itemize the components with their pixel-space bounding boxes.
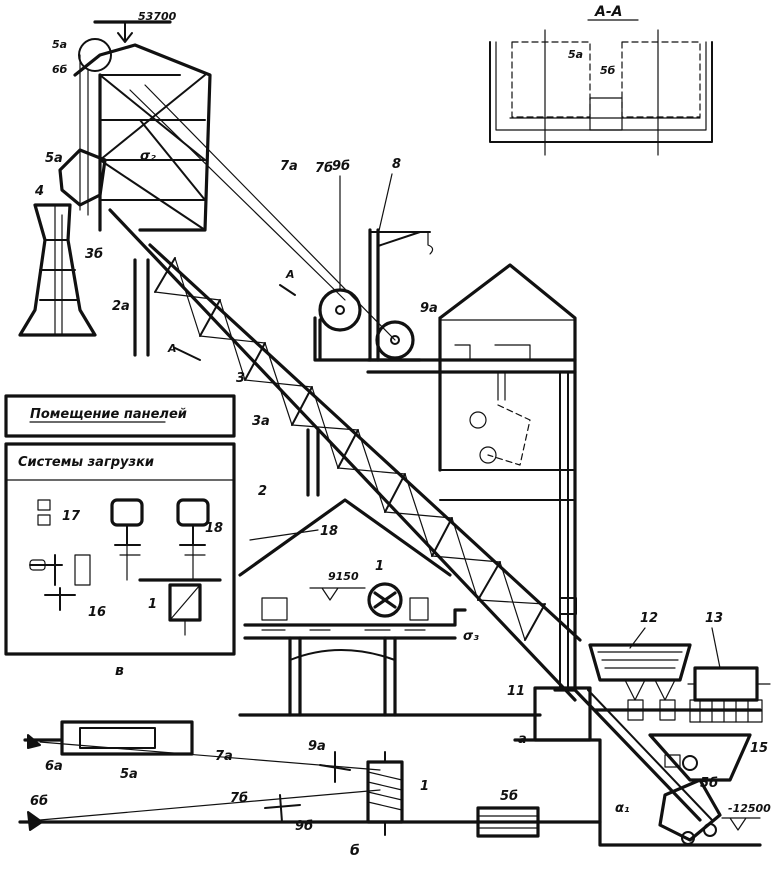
- label-7b: 7б: [315, 161, 333, 176]
- label-2: 2: [258, 484, 267, 499]
- label-9a: 9а: [420, 301, 438, 316]
- label-b: б: [350, 843, 360, 859]
- head-sheave-top: [78, 38, 112, 72]
- label-5a-left: 5а: [45, 151, 63, 166]
- label-5b-bottom: 5б: [700, 776, 718, 791]
- label-1-bottom: 1: [420, 779, 429, 794]
- label-13: 13: [705, 611, 723, 626]
- label-5a-top: 5а: [52, 38, 67, 51]
- label-9a-bottom: 9а: [308, 739, 326, 754]
- label-9b: 9б: [332, 159, 350, 174]
- label-a: а: [518, 732, 527, 747]
- label-11: 11: [507, 684, 525, 699]
- winch-1: [367, 582, 403, 618]
- mixing-tower: σ₃: [366, 263, 577, 692]
- lower-cable-plan: 6а 5а 7а 9а 1 7б 9б 6б 5б б: [18, 720, 602, 859]
- label-18: 18: [320, 524, 338, 539]
- control-panel: Помещение панелей Системы загрузки 17 1 …: [4, 394, 236, 679]
- inclined-truss: 7а 7б А А 3 3а: [108, 84, 582, 702]
- label-12: 12: [640, 611, 658, 626]
- label-8: 8: [392, 157, 401, 172]
- sheave-9b: [318, 288, 362, 332]
- label-15: 15: [750, 741, 768, 756]
- label-a-upper: А: [285, 268, 295, 281]
- head-frame: 53700 5а 6б σ₂ 5а: [45, 10, 212, 232]
- label-1-center: 1: [375, 559, 384, 574]
- label-3b: 3б: [85, 247, 103, 262]
- panel-label-1: 1: [148, 597, 157, 612]
- section-a-a: A-A 5а 5б: [489, 4, 713, 156]
- label-7b-bottom: 7б: [230, 791, 248, 806]
- label-6b-top: 6б: [52, 63, 68, 76]
- section-label-5b: 5б: [600, 64, 616, 77]
- label-3a: 3а: [252, 414, 270, 429]
- label-sigma2: σ₂: [140, 149, 156, 164]
- label-7a-bottom: 7а: [215, 749, 233, 764]
- label-7a: 7а: [280, 159, 298, 174]
- skip-5a: [58, 148, 107, 207]
- section-label-5a: 5а: [568, 48, 583, 61]
- section-a-a-title: A-A: [594, 4, 622, 20]
- label-4: 4: [34, 184, 44, 199]
- elevation-bottom: -12500: [728, 802, 771, 815]
- panel-title-mid: Системы загрузки: [18, 455, 154, 470]
- elevation-top: 53700: [138, 10, 177, 23]
- label-5a-bottom: 5а: [120, 767, 138, 782]
- panel-label-18: 18: [205, 521, 223, 536]
- mixer-building: 1 9150 18: [238, 498, 467, 717]
- label-6a-bottom: 6а: [45, 759, 63, 774]
- foundation-pit: 11 а 5б α₁ -12500: [507, 684, 771, 847]
- label-sigma1: α₁: [615, 801, 630, 816]
- label-6b-bottom: 6б: [30, 794, 48, 809]
- panel-label-16: 16: [88, 605, 106, 620]
- label-2a: 2а: [112, 299, 130, 314]
- panel-title-top: Помещение панелей: [30, 407, 187, 422]
- panel-label-17: 17: [62, 509, 81, 524]
- label-a-lower: А: [167, 342, 177, 355]
- label-sigma3: σ₃: [463, 629, 479, 644]
- aggregate-bins: 12 13 15: [588, 611, 771, 782]
- label-5b-plan: 5б: [500, 789, 518, 804]
- label-v: в: [115, 663, 124, 679]
- elevation-mid: 9150: [328, 570, 359, 583]
- receiving-hopper: 4 3б 2а: [18, 184, 150, 357]
- label-3: 3: [236, 371, 245, 386]
